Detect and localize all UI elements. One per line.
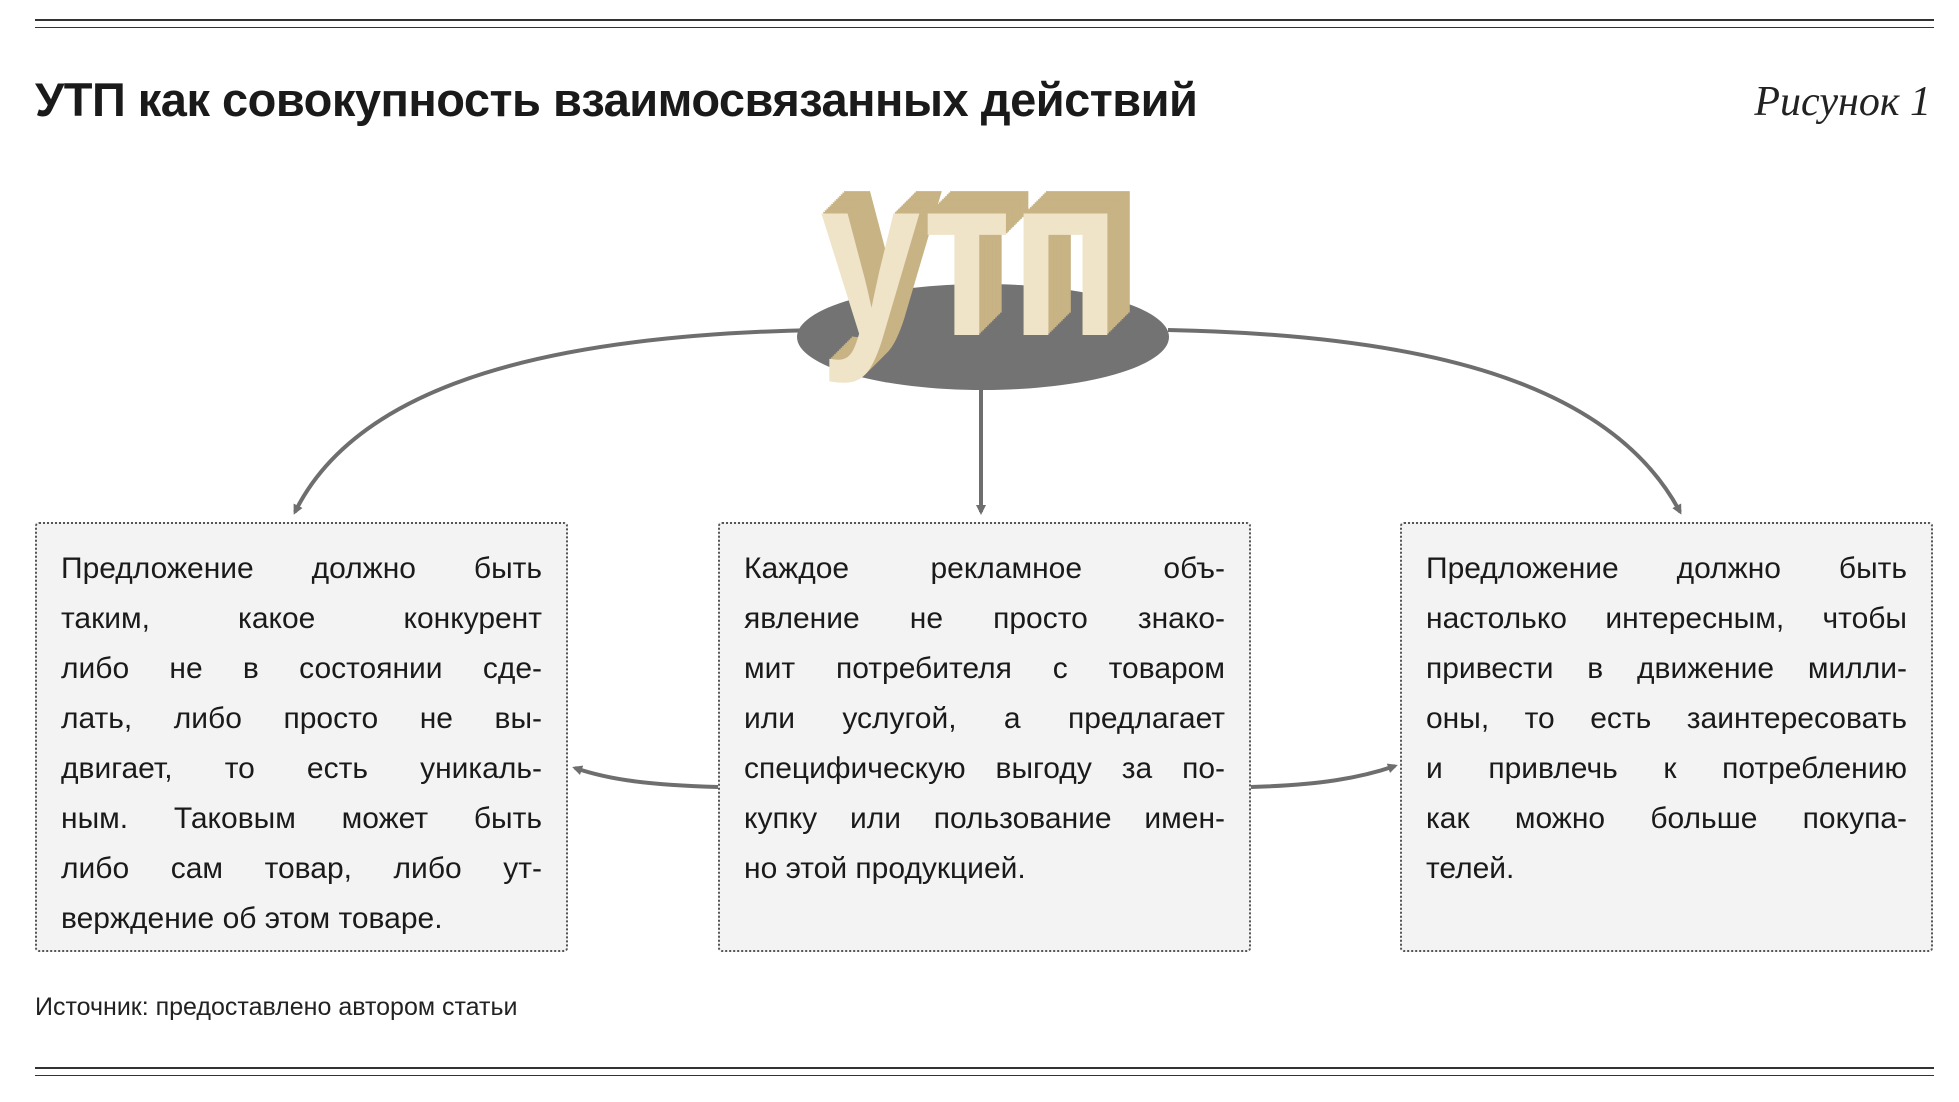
logo-letters-extrusion: утп [834,113,1134,370]
figure-label: Рисунок 1 [1754,79,1931,125]
logo-letters-extrusion: утп [838,109,1138,366]
arrow-to-right-box [1167,328,1682,515]
box-text-line: либо сам товар, либо ут- [61,852,542,885]
box-text-line: Каждое рекламное объ- [744,552,1225,585]
logo-letters-extrusion: утп [828,119,1128,376]
logo-letters-extrusion: утп [823,124,1123,381]
bottom-rule-2 [35,1075,1934,1076]
box-text-line: специфическую выгоду за по- [744,752,1225,785]
logo-letters-extrusion: утп [822,125,1122,382]
logo-letters-extrusion: утп [842,105,1142,362]
box-text-line: явление не просто знако- [744,602,1225,635]
logo-letters-extrusion: утп [831,116,1131,373]
arrow-middle-to-left [572,765,719,789]
logo-letters-extrusion: утп [826,121,1126,378]
box-text-line: оны, то есть заинтересовать [1426,702,1907,735]
logo-letters-face: утп [820,127,1120,384]
box-attract-millions: Предложение должно быть настолько интерес… [1400,522,1933,952]
box-text-line: или услугой, а предлагает [744,702,1225,735]
box-text-line: как можно больше покупа- [1426,802,1907,835]
box-text-line: привести в движение милли- [1426,652,1907,685]
box-text-line: мит потребителя с товаром [744,652,1225,685]
box-text-line: лать, либо просто не вы- [61,702,542,735]
box-specific-benefit: Каждое рекламное объ-явление не просто з… [718,522,1251,952]
box-text-line: ным. Таковым может быть [61,802,542,835]
logo-letters-extrusion: утп [825,122,1125,379]
box-text-line: двигает, то есть уникаль- [61,752,542,785]
box-text-line: либо не в состоянии сде- [61,652,542,685]
box-text-line: и привлечь к потреблению [1426,752,1907,785]
box-text-line: Предложение должно быть [61,552,542,585]
box-text-line: верждение об этом товаре. [61,902,443,935]
box-text-line: настолько интересным, чтобы [1426,602,1907,635]
box-text-line: но этой продукцией. [744,852,1026,885]
box-text-line: телей. [1426,852,1515,885]
logo-letters-extrusion: утп [830,117,1130,374]
source-note: Источник: предоставлено автором статьи [35,993,518,1021]
logo-letters-extrusion: утп [836,111,1136,368]
top-rule [35,19,1934,21]
box-text-line: купку или пользование имен- [744,802,1225,835]
box-text-line: Предложение должно быть [1426,552,1907,585]
arrow-middle-to-right [1250,763,1398,789]
box-uniqueness: Предложение должно быть таким, какое конк… [35,522,568,952]
utp-3d-logo: утпутпутпутпутпутпутпутпутпутпутпутпутпу… [797,105,1169,390]
top-rule-2 [35,27,1934,28]
box-text-line: таким, какое конкурент [61,602,542,635]
logo-shadow-ellipse [797,284,1169,390]
logo-letters-extrusion: утп [839,108,1139,365]
bottom-rule [35,1067,1934,1069]
arrow-to-left-box [293,328,817,515]
page-title: УТП как совокупность взаимосвязанных дей… [35,73,1198,126]
logo-letters-extrusion: утп [833,114,1133,371]
logo-letters-extrusion: утп [841,106,1141,363]
